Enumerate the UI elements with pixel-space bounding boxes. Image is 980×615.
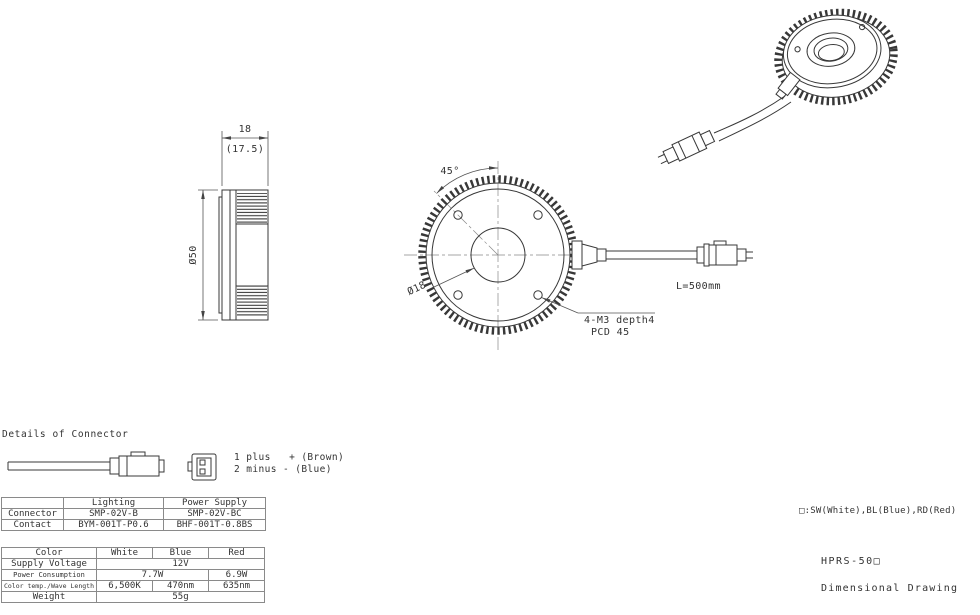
dim-inner-diameter-label: Ø18 bbox=[405, 279, 428, 298]
main-drawing: 18 (17.5) Ø50 45° bbox=[187, 8, 898, 350]
model-number: HPRS-50□ bbox=[821, 556, 882, 567]
weight-value: 55g bbox=[96, 591, 265, 603]
mount-holes-note-line2: PCD 45 bbox=[591, 327, 630, 338]
heatsink-fins-bottom bbox=[237, 286, 267, 317]
table-row: Color temp./Wave Length 6,500K 470nm 635… bbox=[1, 580, 265, 592]
color-code-note: □:SW(White),BL(Blue),RD(Red) bbox=[799, 506, 957, 516]
pin-2 bbox=[199, 468, 206, 475]
row-label-weight: Weight bbox=[1, 591, 97, 603]
pin-1 bbox=[199, 459, 206, 466]
table-row: Contact BYM-001T-P0.6 BHF-001T-0.8BS bbox=[1, 519, 266, 531]
screw-hole bbox=[858, 23, 866, 31]
col-header-white: White bbox=[96, 547, 153, 559]
row-label-supply-voltage: Supply Voltage bbox=[1, 558, 97, 570]
mount-hole bbox=[533, 210, 543, 220]
inner-diameter-leader bbox=[433, 267, 475, 288]
col-header-color: Color bbox=[1, 547, 97, 559]
front-cable bbox=[571, 240, 753, 270]
side-view bbox=[218, 189, 269, 321]
connector-table: Lighting Power Supply Connector SMP-02V-… bbox=[1, 497, 266, 531]
table-row: Supply Voltage 12V bbox=[1, 558, 265, 570]
dim-width-ref-label: (17.5) bbox=[226, 144, 265, 155]
ring-body-isometric bbox=[774, 8, 898, 106]
mount-holes-note-line1: 4-M3 depth4 bbox=[584, 315, 655, 326]
plug-latch bbox=[130, 451, 146, 457]
corner-cell bbox=[1, 497, 64, 509]
isometric-cable bbox=[657, 71, 801, 165]
mount-hole bbox=[453, 290, 463, 300]
connector-detail-drawing bbox=[7, 451, 217, 481]
cable-crimp bbox=[109, 457, 120, 475]
isometric-connector bbox=[657, 129, 716, 165]
connector-pin-labels: 1 plus + (Brown)2 minus - (Blue) bbox=[234, 452, 344, 476]
power-white-blue-value: 7.7W bbox=[96, 569, 209, 581]
dim-width-label: 18 bbox=[239, 124, 252, 135]
wave-red-value: 635nm bbox=[208, 580, 265, 592]
angle-dimension bbox=[436, 166, 499, 194]
mount-hole bbox=[533, 290, 543, 300]
connector-power-value: SMP-02V-BC bbox=[163, 508, 266, 520]
dim-cable-length-label: L=500mm bbox=[676, 281, 721, 292]
pin2-label: 2 minus - (Blue) bbox=[234, 464, 332, 475]
wave-blue-value: 470nm bbox=[152, 580, 209, 592]
dim-diameter-label: Ø50 bbox=[187, 245, 199, 264]
mount-hole bbox=[453, 210, 463, 220]
plug-housing bbox=[118, 455, 160, 477]
col-header-blue: Blue bbox=[152, 547, 209, 559]
row-label-connector: Connector bbox=[1, 508, 64, 520]
col-header-power-supply: Power Supply bbox=[163, 497, 266, 509]
screw-hole bbox=[794, 46, 801, 53]
mount-hole-leader bbox=[541, 297, 655, 314]
heatsink-fins-top bbox=[237, 193, 267, 224]
wave-white-value: 6,500K bbox=[96, 580, 153, 592]
col-header-red: Red bbox=[208, 547, 265, 559]
power-red-value: 6.9W bbox=[208, 569, 265, 581]
drawing-caption: Dimensional Drawing bbox=[821, 583, 959, 594]
connector-lighting-value: SMP-02V-B bbox=[63, 508, 164, 520]
dim-angle-label: 45° bbox=[440, 166, 459, 177]
row-label-power-consumption: Power Consumption bbox=[1, 569, 97, 581]
col-header-lighting: Lighting bbox=[63, 497, 164, 509]
side-dimension-arrows bbox=[201, 136, 268, 320]
contact-power-value: BHF-001T-0.8BS bbox=[163, 519, 266, 531]
spec-table: Color White Blue Red Supply Voltage 12V … bbox=[1, 547, 265, 603]
table-row: Connector SMP-02V-B SMP-02V-BC bbox=[1, 508, 266, 520]
row-label-color-temp-wavelength: Color temp./Wave Length bbox=[1, 580, 97, 592]
pin1-label: 1 plus + (Brown) bbox=[234, 452, 345, 463]
contact-lighting-value: BYM-001T-P0.6 bbox=[63, 519, 164, 531]
table-row: Lighting Power Supply bbox=[1, 497, 266, 509]
supply-voltage-value: 12V bbox=[96, 558, 265, 570]
connector-details-title: Details of Connector bbox=[2, 429, 129, 440]
cable-connector bbox=[708, 244, 738, 266]
table-row: Weight 55g bbox=[1, 591, 265, 603]
table-row: Color White Blue Red bbox=[1, 547, 265, 559]
isometric-view bbox=[657, 8, 898, 165]
inner-aperture bbox=[470, 227, 526, 283]
table-row: Power Consumption 7.7W 6.9W bbox=[1, 569, 265, 581]
row-label-contact: Contact bbox=[1, 519, 64, 531]
